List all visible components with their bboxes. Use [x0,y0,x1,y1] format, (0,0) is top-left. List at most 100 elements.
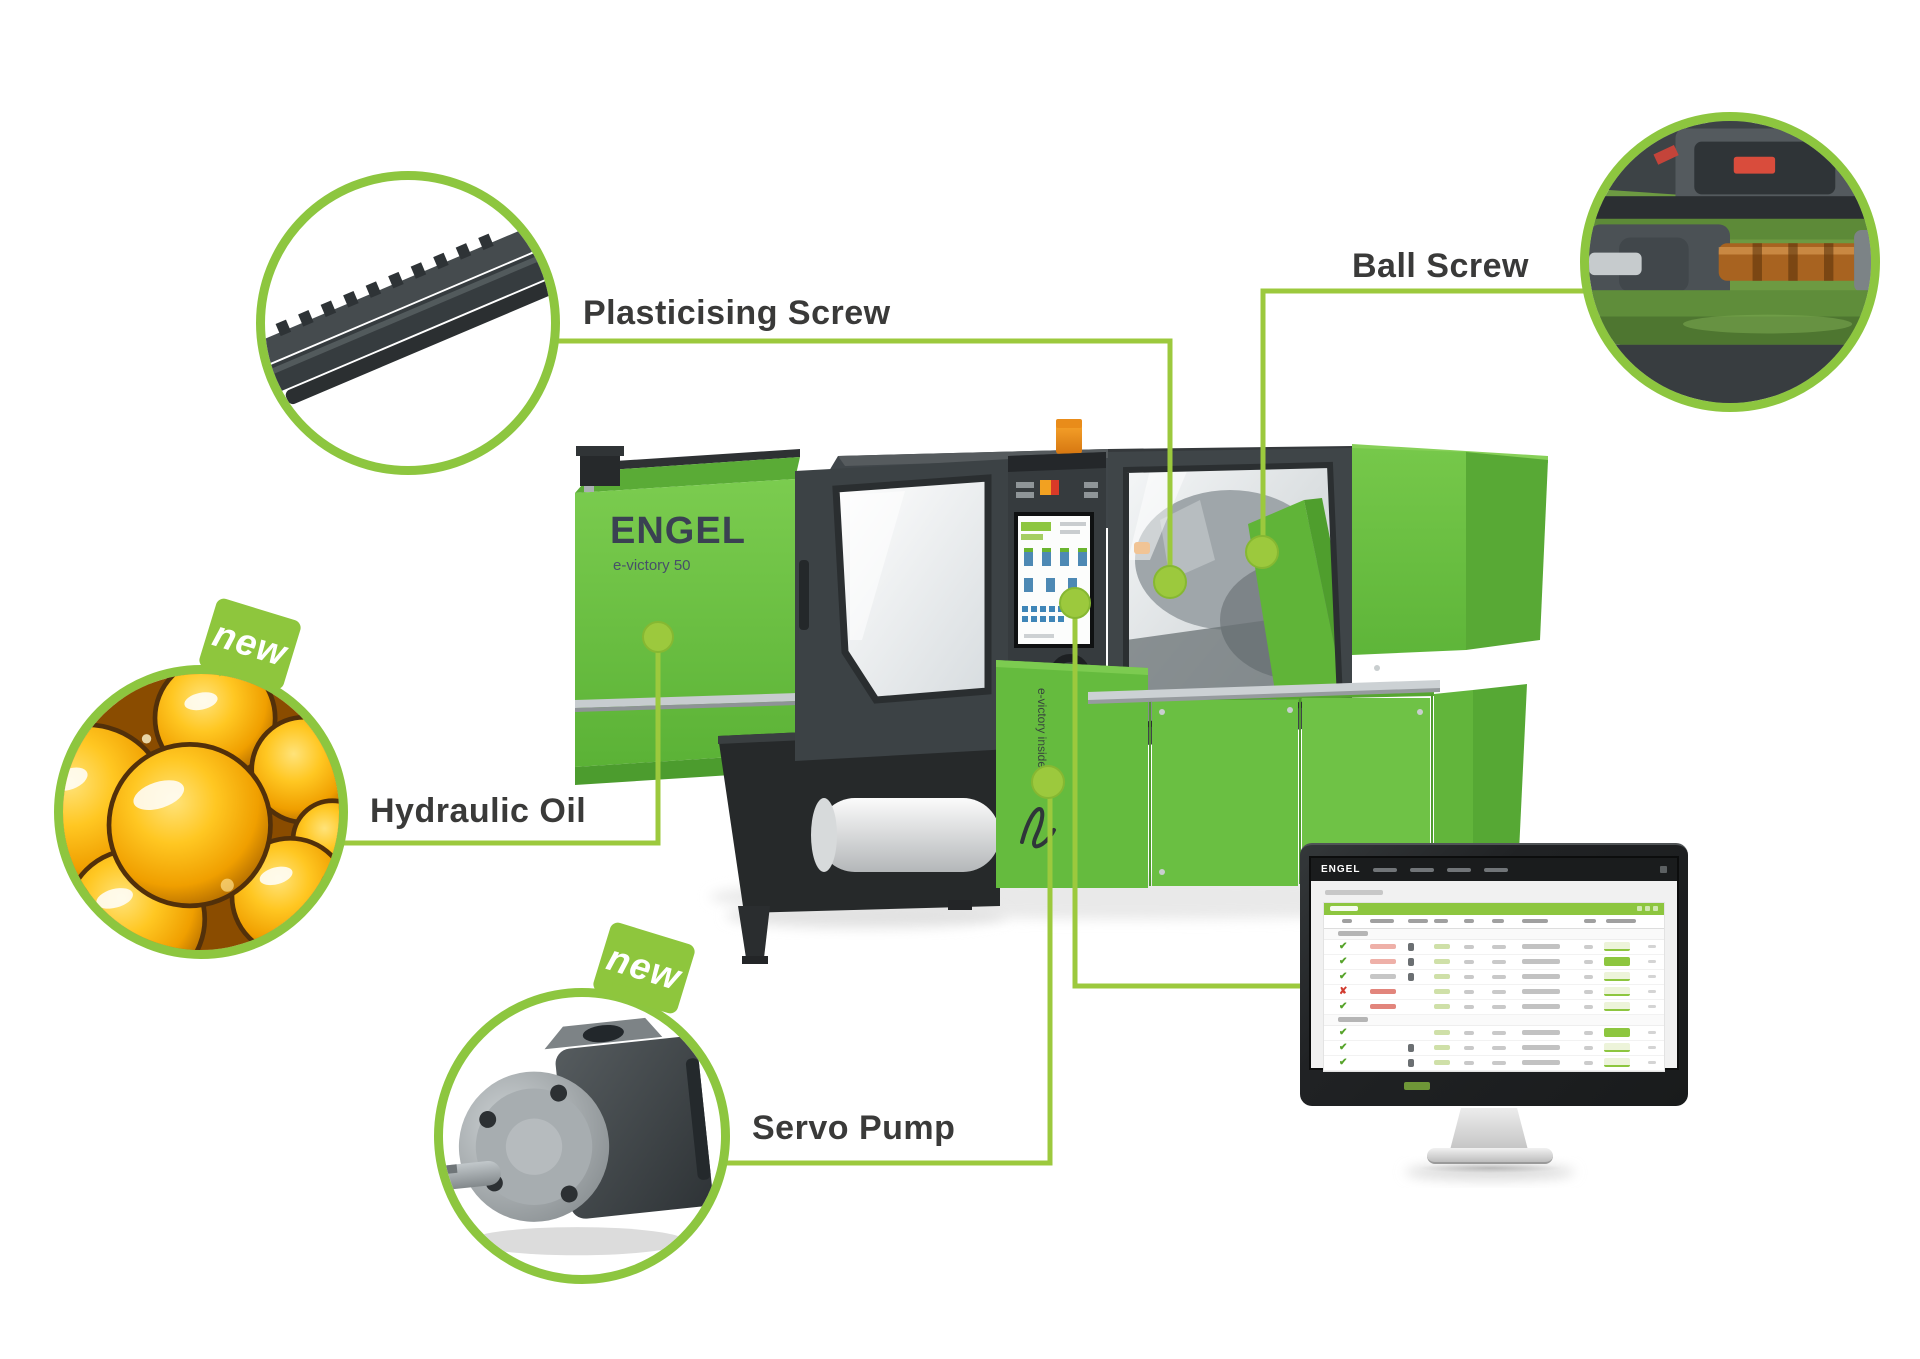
cell-text [1464,990,1474,994]
cell-text [1584,960,1593,964]
status-ok-icon: ✔ [1339,1001,1348,1012]
progress-pill [1604,987,1630,996]
cell-text [1464,960,1474,964]
status-ok-icon: ✔ [1339,1057,1348,1068]
cell-text [1370,974,1396,979]
new-badge-label: new [602,936,686,999]
cell-glyph [1408,973,1414,981]
label-ball-screw: Ball Screw [1352,247,1529,285]
cell-text [1648,975,1656,978]
inset-plasticising-screw [256,171,560,475]
cell-text [1584,1005,1593,1009]
inset-hydraulic-oil [54,665,348,959]
cell-text [1464,1061,1474,1065]
status-ok-icon: ✔ [1339,1027,1348,1038]
label-plasticising-screw: Plasticising Screw [583,294,891,332]
cell-text [1648,1031,1656,1034]
cell-text [1584,1061,1593,1065]
monitor-stand-neck [1450,1108,1528,1150]
table-group-label [1324,929,1664,940]
cell-text [1492,1046,1506,1050]
cell-text [1648,945,1656,948]
software-table-header [1324,915,1664,929]
cell-text [1648,1061,1656,1064]
progress-pill [1604,957,1630,966]
monitor: ENGEL [1300,843,1688,1173]
software-nav-item [1484,867,1509,872]
status-error-icon: ✘ [1339,986,1348,997]
tie-bar [1088,680,1440,704]
software-breadcrumb [1325,890,1383,895]
table-row: ✔ [1324,1026,1664,1041]
software-body: ✔✔✔✘✔✔✔✔ [1311,881,1677,1072]
film-roll [818,798,1000,872]
progress-pill [1604,972,1630,981]
cell-text [1522,959,1560,964]
anchor-dot-ball-screw [1245,535,1279,569]
status-ok-icon: ✔ [1339,1042,1348,1053]
hopper [580,452,620,486]
cell-text [1370,1004,1396,1009]
progress-pill [1604,942,1630,951]
software-table-titlebar [1324,903,1664,915]
signature-swoosh [1020,807,1056,849]
connector-hydraulic-oil [344,652,661,846]
cell-text [1522,944,1560,949]
cell-text [1434,1004,1450,1009]
connector-plasticising-screw [556,338,1173,566]
cell-text [1648,990,1656,993]
cell-text [1584,1046,1593,1050]
beacon-light [1056,424,1082,454]
cell-glyph [1408,1044,1414,1052]
servo-pump-image [443,1017,713,1256]
cell-text [1370,944,1396,949]
table-row: ✔ [1324,1056,1664,1071]
software-user-icon [1660,866,1667,873]
hydraulic-oil-image [63,674,339,950]
label-servo-pump: Servo Pump [752,1109,956,1147]
monitor-stand-base [1427,1148,1553,1164]
cell-text [1648,1005,1656,1008]
new-badge-label: new [208,612,292,675]
progress-pill [1604,1043,1630,1052]
status-ok-icon: ✔ [1339,971,1348,982]
label-hydraulic-oil: Hydraulic Oil [370,792,587,830]
cell-text [1522,1060,1560,1065]
monitor-shadow [1417,1163,1563,1173]
table-row: ✔ [1324,940,1664,955]
cell-text [1492,1005,1506,1009]
plasticising-screw-image [265,229,551,409]
software-header: ENGEL [1311,858,1677,881]
cell-text [1522,989,1560,994]
cell-glyph [1408,943,1414,951]
cell-text [1584,990,1593,994]
table-row: ✔ [1324,955,1664,970]
software-nav-item [1410,867,1435,872]
machine-right-cover [1352,444,1548,655]
cell-glyph [1408,1059,1414,1067]
cell-text [1434,974,1450,979]
software-brand-logo: ENGEL [1321,864,1361,875]
safety-guard-left [795,459,1010,761]
progress-pill [1604,1058,1630,1067]
table-group-label [1324,1015,1664,1026]
status-ok-icon: ✔ [1339,941,1348,952]
machine-model-label: e-victory 50 [613,557,691,574]
cell-text [1648,960,1656,963]
software-nav-item [1373,867,1398,872]
connector-monitor [1072,618,1302,989]
connector-ball-screw [1260,288,1586,536]
cell-text [1492,975,1506,979]
cell-text [1464,945,1474,949]
cell-text [1434,989,1450,994]
cell-text [1492,960,1506,964]
machine-side-label: e-victory inside [1035,688,1049,768]
cell-text [1370,989,1396,994]
cell-text [1434,1030,1450,1035]
cell-text [1492,945,1506,949]
cell-text [1648,1046,1656,1049]
cell-text [1584,1031,1593,1035]
table-row: ✔ [1324,1000,1664,1015]
